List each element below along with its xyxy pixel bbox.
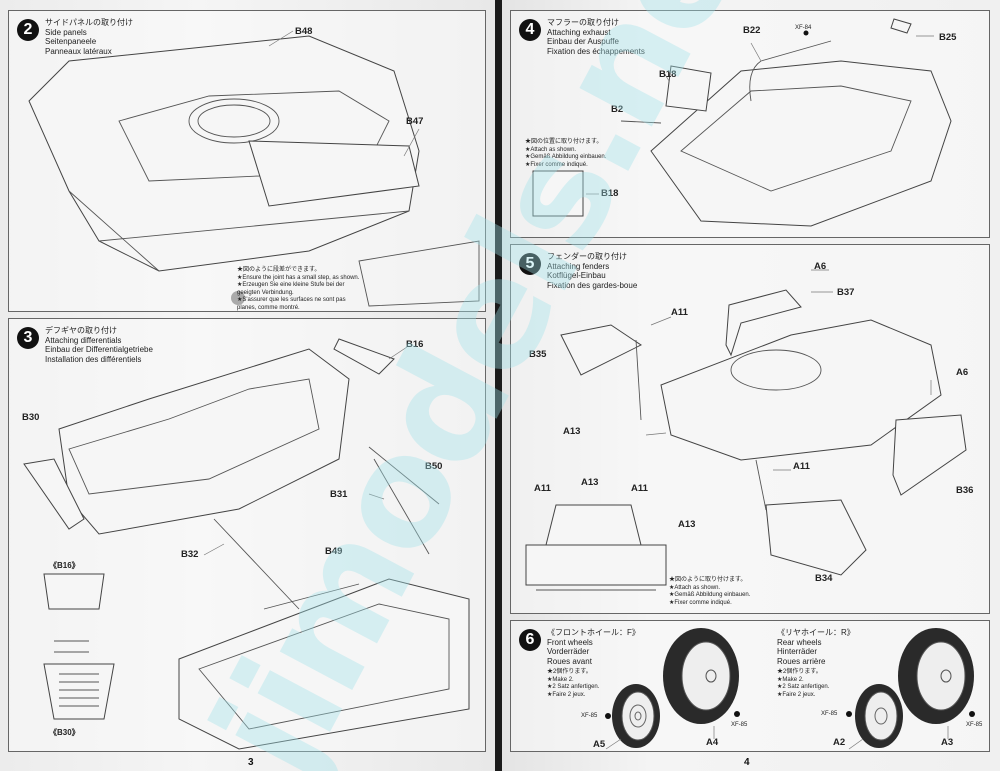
paint-label-rear-hub: XF-85 (821, 711, 838, 717)
part-label-b16: B16 (406, 339, 424, 350)
part-label-a3: A3 (941, 737, 954, 748)
title-en: Side panels (45, 27, 87, 37)
step-6-drawing (605, 628, 975, 750)
title-fr: Panneaux latéraux (45, 46, 112, 56)
part-label-b36: B36 (956, 485, 974, 496)
detail-label-b30: 《B30》 (49, 728, 80, 737)
part-label-b35: B35 (529, 349, 547, 360)
step-3-panel: 3 デフギヤの取り付け Attaching differentials Einb… (8, 318, 486, 752)
step-2-titles: サイドパネルの取り付け Side panels Seitenpaneele Pa… (45, 18, 133, 56)
part-label-b48: B48 (295, 26, 313, 37)
step-4-panel: 4 マフラーの取り付け Attaching exhaust Einbau der… (510, 10, 990, 238)
part-label-b31: B31 (330, 489, 348, 500)
book-spine (495, 0, 502, 771)
step-5-titles: フェンダーの取り付け Attaching fenders Kotflügel-E… (547, 252, 638, 290)
part-label-a2: A2 (833, 737, 846, 748)
part-label-a13-front: A13 (581, 477, 599, 488)
part-label-a4: A4 (706, 737, 719, 748)
part-label-a6-right: A6 (956, 367, 969, 378)
part-label-b32: B32 (181, 549, 199, 560)
part-label-b18-detail: B18 (601, 188, 619, 199)
step-6-panel: 6 《フロントホイール：F》 Front wheels Vorderräder … (510, 620, 990, 752)
part-label-a11-top: A11 (671, 307, 688, 318)
rear-wheels-titles: 《リヤホイール：R》 Rear wheels Hinterräder Roues… (777, 628, 855, 666)
step-2-panel: 2 サイドパネルの取り付け Side panels Seitenpaneele … (8, 10, 486, 312)
rear-wheels-notes: ★2個作ります。 ★Make 2. ★2 Satz anfertigen. ★F… (777, 669, 830, 698)
part-label-b50: B50 (425, 461, 443, 472)
part-label-b25: B25 (939, 32, 957, 43)
step-3-titles: デフギヤの取り付け Attaching differentials Einbau… (45, 326, 153, 364)
part-label-a11-left: A11 (534, 483, 551, 494)
page-number-3: 3 (248, 757, 254, 768)
front-wheels-notes: ★2個作ります。 ★Make 2. ★2 Satz anfertigen. ★F… (547, 669, 600, 698)
step-6-badge: 6 (519, 629, 541, 651)
title-ja: サイドパネルの取り付け (45, 18, 133, 27)
page-number-4: 4 (744, 757, 750, 768)
step-5-badge: 5 (519, 253, 541, 275)
part-label-a11-mid: A11 (793, 461, 810, 472)
step-2-badge: 2 (17, 19, 39, 41)
step-2-drawing (28, 30, 480, 307)
part-label-a13-mid: A13 (563, 426, 581, 437)
part-label-a13-low: A13 (678, 519, 696, 530)
front-wheels-titles: 《フロントホイール：F》 Front wheels Vorderräder Ro… (547, 628, 640, 666)
paint-label-front-tire: XF-85 (731, 722, 748, 728)
detail-label-b16: 《B16》 (49, 561, 80, 570)
paint-label-rear-tire: XF-85 (966, 722, 983, 728)
step-3-drawing (23, 338, 470, 750)
step-5-notes: ★図のように取り付けます。 ★Attach as shown. ★Gemäß A… (669, 577, 751, 606)
part-label-a11-right: A11 (631, 483, 648, 494)
step-4-notes: ★図の位置に取り付けます。 ★Attach as shown. ★Gemäß A… (525, 139, 607, 168)
part-label-b49: B49 (325, 546, 343, 557)
part-label-b30: B30 (22, 412, 40, 423)
step-5-panel: 5 フェンダーの取り付け Attaching fenders Kotflügel… (510, 244, 990, 614)
step-4-drawing (532, 18, 952, 227)
paint-label-front-hub: XF-85 (581, 713, 598, 719)
part-label-a5: A5 (593, 739, 606, 750)
title-de: Seitenpaneele (45, 37, 97, 46)
step-4-badge: 4 (519, 19, 541, 41)
step-5-drawing (525, 269, 967, 591)
part-label-b37: B37 (837, 287, 855, 298)
part-label-b2: B2 (611, 104, 624, 115)
step-4-titles: マフラーの取り付け Attaching exhaust Einbau der A… (547, 18, 645, 56)
part-label-b47: B47 (406, 116, 424, 127)
step-3-badge: 3 (17, 327, 39, 349)
part-label-a6-top: A6 (814, 261, 827, 272)
paint-label-xf84: XF-84 (795, 25, 812, 31)
part-label-b18: B18 (659, 69, 677, 80)
step-2-notes: ★図のように段差ができます。 ★Ensure the joint has a s… (237, 267, 360, 311)
part-label-b22: B22 (743, 25, 761, 36)
part-label-b34: B34 (815, 573, 833, 584)
